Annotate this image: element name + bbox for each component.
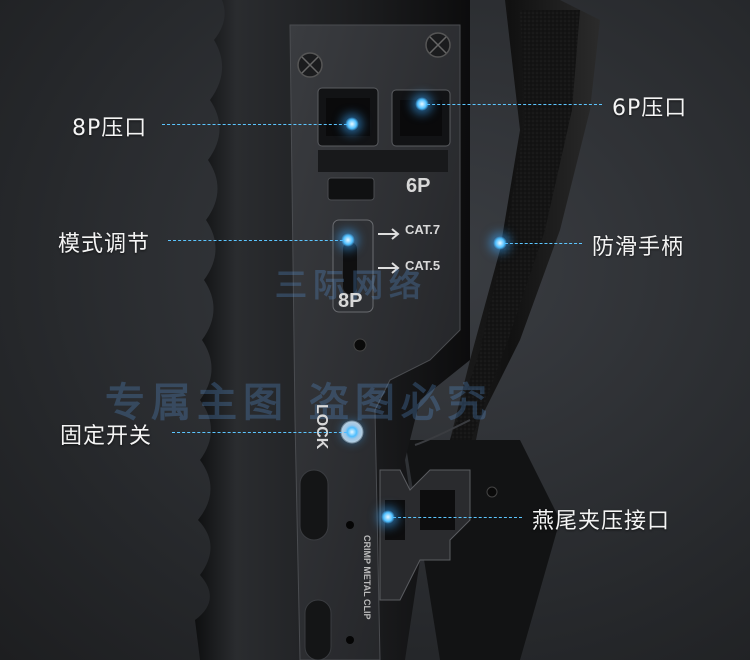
callout-line-dovetail bbox=[388, 517, 522, 518]
engraving-lock: LOCK bbox=[313, 404, 330, 450]
engraving-cat5: CAT.5 bbox=[405, 258, 441, 273]
label-anti-slip-handle: 防滑手柄 bbox=[592, 235, 685, 260]
watermark-line2: 专属主图 盗图必究 bbox=[105, 380, 493, 426]
marker-dovetail bbox=[381, 510, 395, 524]
label-mode-adjust: 模式调节 bbox=[58, 232, 151, 257]
engraving-8p: 8P bbox=[338, 290, 363, 312]
marker-8p bbox=[345, 117, 359, 131]
marker-lock bbox=[345, 425, 359, 439]
engraving-6p: 6P bbox=[406, 175, 431, 197]
callout-line-8p bbox=[162, 124, 352, 125]
label-8p-crimp: 8P压口 bbox=[72, 116, 148, 141]
engraving-crimp-metal-clip: CRIMP METAL CLIP bbox=[362, 535, 372, 620]
marker-mode bbox=[341, 233, 355, 247]
label-dovetail-crimp: 燕尾夹压接口 bbox=[532, 509, 671, 534]
engraving-cat7: CAT.7 bbox=[405, 222, 441, 237]
callout-line-mode bbox=[168, 240, 348, 241]
marker-6p bbox=[415, 97, 429, 111]
callout-line-6p bbox=[422, 104, 602, 105]
callout-line-lock bbox=[172, 432, 352, 433]
label-6p-crimp: 6P压口 bbox=[612, 96, 688, 121]
callout-line-grip bbox=[500, 243, 582, 244]
label-lock-switch: 固定开关 bbox=[60, 424, 153, 449]
watermark-line1: 三际网络 bbox=[275, 266, 428, 304]
marker-grip bbox=[493, 236, 507, 250]
